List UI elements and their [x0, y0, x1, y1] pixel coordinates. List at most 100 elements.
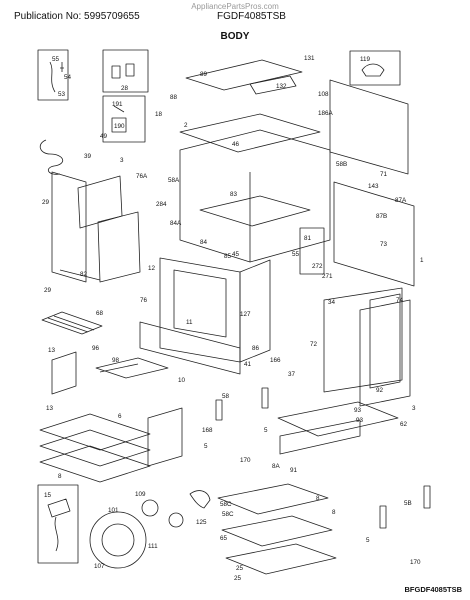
small-clip: [60, 62, 64, 72]
callout: 166: [270, 357, 281, 364]
callout: 13: [48, 347, 56, 354]
oven-wrapper: [179, 129, 331, 263]
inset-box-191: [102, 95, 146, 143]
callout: 58C: [220, 501, 232, 508]
front-frame-side: [239, 259, 271, 363]
publication-number: Publication No: 5995709655: [14, 11, 140, 22]
callout: 68: [96, 310, 104, 317]
door-glass: [369, 293, 401, 389]
callout: 5B: [404, 500, 412, 507]
callout: 55: [292, 251, 300, 258]
power-cord: [39, 139, 63, 175]
broil-element: [41, 311, 103, 335]
leveling-legs: [215, 387, 269, 421]
callout: 53: [58, 91, 66, 98]
callout: 58C: [222, 511, 234, 518]
bracket-pair: [111, 63, 135, 79]
leveling-legs-rear: [379, 485, 431, 529]
callout: 5: [366, 537, 370, 544]
callout: 39: [84, 153, 92, 160]
callout: 13: [46, 405, 54, 412]
callout: 119: [360, 56, 371, 63]
drawer-bottom: [277, 401, 399, 437]
callout: 85: [224, 253, 232, 260]
callout: 107: [94, 563, 105, 570]
section-title: BODY: [220, 31, 250, 42]
trim-strip: [59, 269, 101, 281]
fan-motor: [141, 499, 159, 517]
callout: 83: [230, 191, 238, 198]
callout: 84: [200, 239, 208, 246]
callout: 71: [380, 171, 388, 178]
fan-cover: [168, 512, 184, 528]
callout: 96: [92, 345, 100, 352]
rear-cover: [329, 79, 409, 175]
oven-door: [323, 287, 403, 393]
vent-duct: [77, 175, 123, 229]
callout: 73: [380, 241, 388, 248]
callout: 101: [108, 507, 119, 514]
callout: 2: [184, 122, 188, 129]
left-side-panel: [51, 171, 87, 283]
fan-bracket: [189, 490, 211, 509]
callout: 5: [204, 443, 208, 450]
callout: 186A: [318, 110, 334, 117]
callout: 10: [178, 377, 186, 384]
callout: 8: [58, 473, 62, 480]
callout: 81: [304, 235, 312, 242]
callout: 131: [304, 55, 315, 62]
warmer-element: [217, 483, 329, 515]
callout: 37: [288, 371, 296, 378]
callout: 284: [156, 201, 167, 208]
fan-housing: [89, 511, 147, 569]
hinge-receptacle: [361, 63, 385, 77]
callout: 3: [412, 405, 416, 412]
callout: 93: [354, 407, 362, 414]
top-cover: [185, 59, 303, 91]
callout: 62: [400, 421, 408, 428]
side-rack-guide: [51, 351, 77, 395]
callout: 6: [118, 413, 122, 420]
callout: 108: [318, 91, 329, 98]
callout: 5: [264, 427, 268, 434]
callout: 25: [234, 575, 242, 582]
rack-support: [147, 407, 183, 467]
diagram-code: BFGDF4085TSB: [404, 585, 462, 594]
callout: 74: [396, 297, 404, 304]
callout: 58: [222, 393, 230, 400]
drawer-base: [225, 543, 337, 575]
right-side-panel: [359, 299, 411, 407]
callout: 45: [232, 251, 240, 258]
callout: 65: [220, 535, 228, 542]
broil-pan: [95, 357, 169, 379]
callout: 87B: [376, 213, 387, 220]
callout: 170: [240, 457, 251, 464]
callout: 34: [328, 299, 336, 306]
callout: 271: [322, 273, 333, 280]
callout: 86: [252, 345, 260, 352]
callout: 11: [186, 319, 193, 326]
oven-opening: [173, 269, 227, 338]
model-number: FGDF4085TSB: [217, 11, 286, 22]
callout: 76A: [136, 173, 148, 180]
callout: 92: [376, 387, 384, 394]
callout: 15: [44, 492, 52, 499]
callout: 98: [112, 357, 120, 364]
callout: 89: [200, 71, 208, 78]
oven-front-frame: [159, 257, 241, 363]
kick-plate: [139, 321, 241, 375]
back-panel: [333, 181, 415, 287]
callout: 190: [114, 123, 125, 130]
callout: 41: [244, 361, 252, 368]
callout: 191: [112, 101, 123, 108]
callout: 82: [80, 271, 88, 278]
callout: 46: [232, 141, 240, 148]
inset-box-119: [349, 50, 401, 86]
callout: 170: [410, 559, 421, 566]
sensor-probe: [47, 498, 71, 552]
insulation-panel: [97, 211, 141, 283]
callout: 29: [44, 287, 52, 294]
control-bracket: [299, 227, 325, 275]
callout: 12: [148, 265, 156, 272]
callout: 8A: [272, 463, 281, 470]
